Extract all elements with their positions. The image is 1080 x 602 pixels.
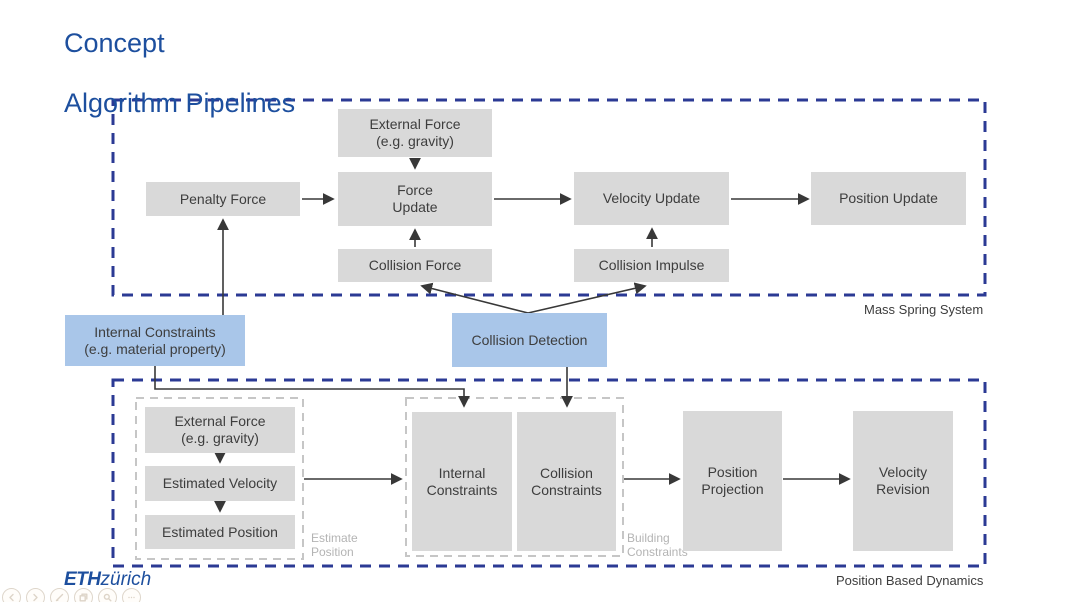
estimate-position-group-label: Estimate Position [311, 531, 358, 559]
eth-logo-eth: ETH [64, 569, 101, 590]
building-constraints-group-label: Building Constraints [627, 531, 688, 559]
box-estimated-position: Estimated Position [145, 515, 295, 549]
box-position-update: Position Update [811, 172, 966, 225]
box-collision-detection: Collision Detection [452, 313, 607, 367]
box-internal-constraints-pbd: Internal Constraints [412, 412, 512, 551]
box-external-force-top: External Force (e.g. gravity) [338, 109, 492, 157]
box-penalty-force: Penalty Force [146, 182, 300, 216]
arrow-collision-detection-to-collision-impulse [527, 282, 647, 314]
eth-zurich-logo: ETHzürich [64, 569, 151, 591]
ellipsis-icon[interactable] [122, 588, 141, 602]
box-estimated-velocity: Estimated Velocity [145, 466, 295, 501]
box-position-projection: Position Projection [683, 411, 782, 551]
box-velocity-revision: Velocity Revision [853, 411, 953, 551]
box-collision-force: Collision Force [338, 249, 492, 282]
title-line-2: Algorithm Pipelines [64, 88, 296, 118]
arrow-internal-constraints-to-pbd [154, 366, 470, 408]
magnifier-icon[interactable] [98, 588, 117, 602]
box-velocity-update: Velocity Update [574, 172, 729, 225]
box-force-update: Force Update [338, 172, 492, 226]
back-arrow-icon[interactable] [2, 588, 21, 602]
pencil-icon[interactable] [50, 588, 69, 602]
title-line-1: Concept [64, 28, 165, 58]
arrow-collision-detection-to-collision-force [420, 282, 529, 314]
pbd-caption: Position Based Dynamics [836, 573, 984, 588]
mass-spring-caption: Mass Spring System [864, 302, 984, 317]
box-external-force-bottom: External Force (e.g. gravity) [145, 407, 295, 453]
eth-logo-zurich: zürich [100, 569, 152, 590]
forward-arrow-icon[interactable] [26, 588, 45, 602]
player-controls [2, 588, 141, 602]
box-collision-impulse: Collision Impulse [574, 249, 729, 282]
box-collision-constraints: Collision Constraints [517, 412, 616, 551]
box-internal-constraints-shared: Internal Constraints (e.g. material prop… [65, 315, 245, 366]
copy-icon[interactable] [74, 588, 93, 602]
page-title: Concept Algorithm Pipelines [64, 28, 295, 118]
